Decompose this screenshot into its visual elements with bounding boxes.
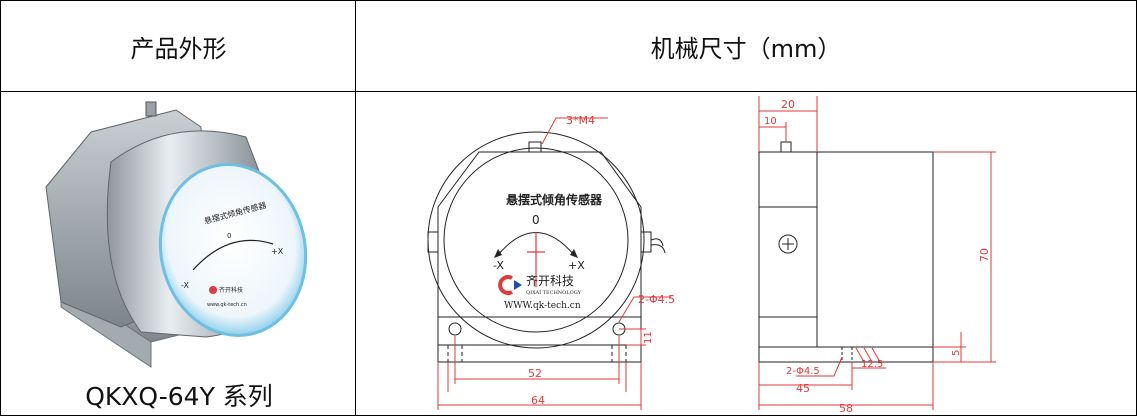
dim-5: 5 [951, 350, 962, 356]
dim-45: 45 [796, 382, 810, 395]
brand-logo-icon [209, 286, 217, 294]
front-face-zero: 0 [532, 213, 540, 227]
dim-10: 10 [764, 116, 777, 127]
dim-side-hole: 2-Φ4.5 [786, 366, 820, 377]
front-face-title: 悬摆式倾角传感器 [505, 192, 603, 207]
dim-front-hole: 2-Φ4.5 [638, 293, 675, 306]
front-url: WWW.qk-tech.cn [504, 301, 581, 311]
header-mechanical-dimensions: 机械尺寸（mm） [355, 0, 1137, 93]
drawing-cell: 悬摆式倾角传感器 0 -X +X 齐开科技 QIXAI TECHNOLOGY W… [355, 91, 1137, 416]
front-brand-cn: 齐开科技 [526, 273, 574, 288]
dim-64: 64 [531, 394, 545, 407]
model-series-label: QKXQ-64Y 系列 [85, 382, 273, 411]
mechanical-drawing: 悬摆式倾角传感器 0 -X +X 齐开科技 QIXAI TECHNOLOGY W… [427, 96, 996, 414]
face-url: www.qk-tech.cn [207, 302, 247, 308]
dim-screw: 3*M4 [566, 114, 595, 127]
dim-70: 70 [978, 248, 991, 262]
front-face-plus-x: +X [568, 259, 585, 272]
face-minus: -X [181, 281, 189, 290]
dim-52: 52 [528, 367, 542, 380]
face-zero: 0 [227, 232, 231, 240]
face-plus: +X [271, 247, 284, 256]
header-product-appearance: 产品外形 [0, 0, 357, 93]
product-photo: 悬摆式倾角传感器 0 -X +X 齐开科技 www.qk-tech.cn [45, 101, 308, 368]
face-brand: 齐开科技 [219, 286, 243, 294]
front-brand-en: QIXAI TECHNOLOGY [526, 290, 582, 296]
dim-58: 58 [839, 402, 853, 414]
product-photo-cell: 悬摆式倾角传感器 0 -X +X 齐开科技 www.qk-tech.cn QKX… [0, 91, 357, 416]
dim-11: 11 [643, 331, 654, 344]
dim-12-5: 12.5 [861, 359, 883, 370]
dim-20: 20 [781, 98, 795, 111]
front-face-minus-x: -X [493, 259, 504, 272]
brand-logo-icon [498, 275, 522, 295]
